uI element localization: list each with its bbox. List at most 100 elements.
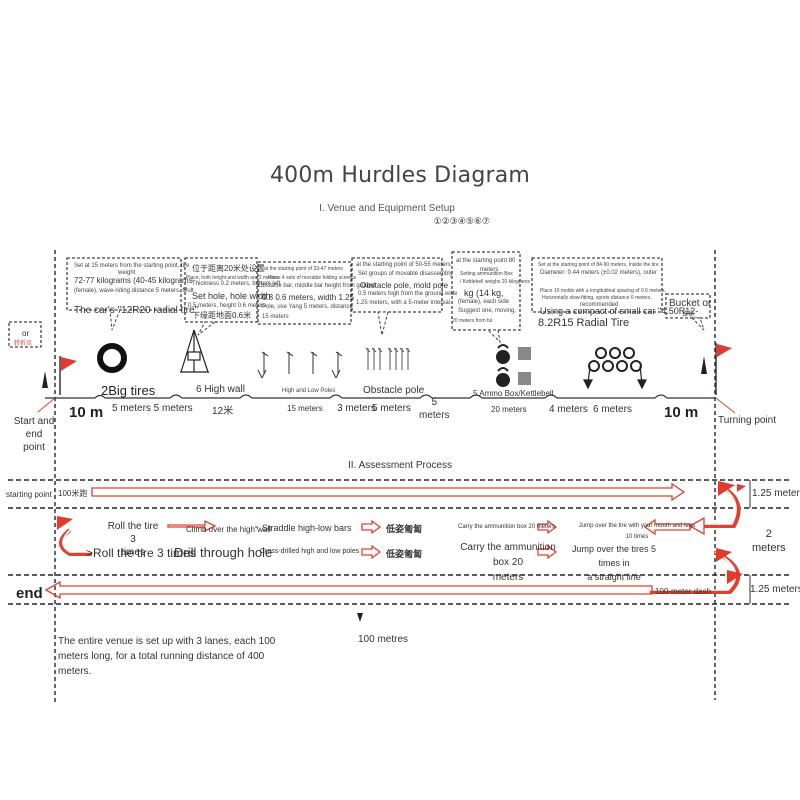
ammo-box-label: 5 Ammo Box/Kettlebell [473, 389, 554, 398]
dist-20: 20 meters [491, 405, 527, 414]
ammo-callout-line7: Suggest one, moving, [458, 308, 517, 314]
bucket-callout-line1: Bucket or [669, 298, 712, 309]
arrow-uturn-left-inner [62, 529, 92, 553]
turning-point-label: Turning point [718, 415, 776, 426]
arrow-turn-1-head [688, 516, 705, 536]
poles-callout-line2: Place 4 sets of movable folding screens [268, 275, 357, 281]
turn-pointer-line [715, 397, 736, 414]
high-wall-icon [180, 329, 209, 373]
callout-box-ammo [451, 251, 521, 331]
radial-callout-line5: recommended [580, 302, 619, 308]
section-heading-process: II. Assessment Process [348, 460, 452, 471]
section-heading-setup: I. Venue and Equipment Setup [319, 203, 455, 214]
low-crawl-top-label: 低姿匍匐 [386, 524, 423, 534]
ammo-box-icon [518, 347, 531, 360]
dist-3: 3 meters [337, 403, 376, 414]
callout-box-obstacle [351, 257, 443, 313]
start-pointer-line [37, 397, 56, 413]
starting-point-label: starting point [6, 490, 52, 499]
wall-callout-line1: 位于距离20米处设置 [192, 264, 265, 273]
obstacle-pole-icon [365, 347, 411, 370]
arrow-lane-1 [91, 482, 686, 502]
radial-callout-line7: 8.2R15 Radial Tire [538, 317, 630, 329]
callout-box-bucket [665, 293, 711, 319]
callout-box-poles [257, 261, 352, 325]
callout-box-or [8, 321, 42, 348]
big-tire-icon [97, 343, 127, 373]
wall-callout-line4: Set hole, hole width [192, 291, 271, 301]
drill-hole-label: Drill through hole [174, 545, 273, 560]
low-crawl-bottom-label: 低姿匍匐 [386, 549, 423, 559]
poles-callout-line1: at the starting point of 33-47 meters [264, 266, 343, 272]
arrow-lane-2 [167, 518, 691, 536]
radial-arrows-icon [583, 365, 647, 390]
width-125-bottom: 1.25 meters [750, 584, 800, 595]
tire-callout-caption: The car's "12R20 radial tire" [74, 305, 199, 316]
tire-callout-line2: 72-77 kilograms (40-45 kilograms [74, 276, 193, 285]
kettlebell-icon [496, 344, 510, 387]
radial-callout-line2: Diameter: 0.44 meters (±0.02 meters), ou… [540, 270, 658, 276]
arrow-carry-bot [537, 544, 558, 560]
jump-5-label: Jump over the tires 5 times in a straigh… [571, 544, 657, 582]
ammo-callout-line3: Setting ammunition Box [460, 271, 513, 277]
poles-callout-line3: Obstacle bar, middle bar height from gro… [258, 283, 376, 289]
cross-drilled-label: Cross-drilled high and low poles [260, 548, 360, 555]
start-cone-icon [42, 371, 48, 388]
obstacle-callout-line3: Obstacle pole, mold pole [360, 281, 449, 290]
process-flag-mid-left [57, 516, 73, 530]
callout-box-radial [531, 257, 663, 313]
process-flag-top-right [737, 484, 746, 492]
process-flag-top [718, 481, 735, 496]
jump-mouth-label: Jump over the tire with your mouth and l… [578, 523, 696, 540]
tire-callout-line1: Set at 15 meters from the starting point… [74, 263, 190, 269]
radial-callout-line4: Horizontally slow-fitting, sports distan… [542, 295, 652, 301]
callout-box-tire [66, 257, 182, 311]
poles-callout-line6: 15 meters [262, 314, 289, 320]
dist-6: 6 meters [593, 404, 632, 415]
wall-callout-line6: 下缘距地面0.6米 [192, 311, 252, 320]
arrow-low-crawl-bot [361, 544, 382, 560]
page-title: 400m Hurdles Diagram [269, 163, 531, 188]
dist-12: 12米 [212, 406, 234, 417]
ammo-callout-line5: kg (14 kg, [464, 288, 504, 298]
start-flag-icon [61, 357, 77, 371]
roll-tire-upper-label: Roll the tire 3 times [107, 521, 159, 558]
wall-callout-line3: Thickness 0.2 meters, bottom left [192, 281, 281, 287]
obstacle-callout-line2: Set groups of movable disassembly [358, 271, 453, 277]
callout-or: or [22, 329, 30, 338]
ammo-callout-line1: at the starting point 80 [456, 258, 516, 264]
climb-wall-label: Climb over the high wall [186, 525, 271, 534]
carry-top-label: Carry the ammunition box 20 meters [458, 524, 556, 530]
straddle-label: Straddle high-low bars [262, 523, 352, 533]
poles-callout-line5: Pole, use Yang 5 meters, distance [262, 304, 353, 310]
dist-5-gap: 5 meters [419, 397, 450, 421]
ammo-callout-line6: (female), each side [458, 299, 510, 305]
high-low-poles-icon [257, 351, 343, 379]
process-flag-mid-right [716, 548, 732, 562]
ammo-callout-line4: / Kettlebell weighs 20 kilograms [460, 279, 531, 285]
circled-numbers: ①②③④⑤⑥⑦ [433, 216, 490, 226]
width-2: 2 meters [752, 528, 786, 554]
dist-10m-left: 10 m [69, 404, 104, 421]
carry-bottom-label: Carry the ammunition box 20 meters [460, 542, 556, 583]
callout-box-wall [184, 257, 258, 323]
pointer-tire [109, 309, 121, 331]
arrow-lane-3 [44, 580, 653, 600]
hundred-metres-pointer [357, 613, 363, 622]
pointer-wall [197, 321, 217, 336]
pointer-obst [377, 311, 389, 336]
ammo-callout-line2: meters [480, 267, 499, 273]
start-end-point-label: Start and end point [13, 416, 55, 453]
ammo-callout-line8: 20 meters from ful [452, 318, 493, 324]
big-tires-label: 2Big tires [101, 383, 156, 398]
venue-note: The entire venue is set up with 3 lanes,… [58, 636, 276, 677]
dash100-en-label: 100-meter dash [655, 587, 712, 596]
obstacle-callout-line5: 1.25 meters, with a 5-meter interval [356, 300, 451, 306]
end-label: end [16, 585, 43, 602]
pointer-ammo [486, 329, 501, 344]
obstacle-callout-line4: 0.5 meters high from the ground wide [358, 291, 458, 297]
end-flag-icon [717, 344, 732, 357]
pointer-bucket [690, 317, 705, 331]
dist-4: 4 meters [549, 404, 588, 415]
process-flag-bottom [727, 570, 743, 584]
